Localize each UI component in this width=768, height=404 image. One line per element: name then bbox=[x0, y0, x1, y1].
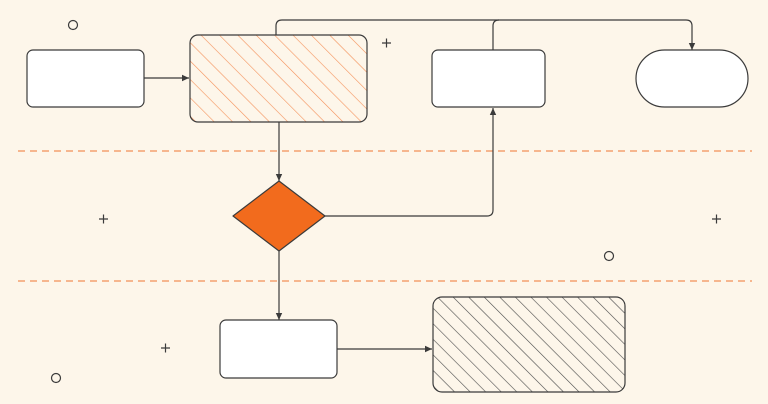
decor-circle-icon bbox=[603, 250, 615, 262]
terminal-pill bbox=[635, 49, 749, 108]
decor-circle-icon bbox=[67, 19, 79, 31]
hatched-process-box bbox=[189, 34, 368, 123]
decision-diamond bbox=[232, 180, 326, 252]
bottom-box bbox=[219, 319, 338, 379]
decor-plus-icon bbox=[382, 38, 391, 48]
decor-plus-icon bbox=[99, 214, 108, 224]
connector-process-to-terminal bbox=[275, 19, 696, 50]
upper-right-box bbox=[431, 49, 546, 108]
decor-plus-icon bbox=[712, 214, 721, 224]
decor-circle-icon bbox=[50, 372, 62, 384]
connector-upper-right-to-terminal bbox=[492, 19, 500, 50]
connector-decision-to-upper-right bbox=[325, 108, 497, 217]
bottom-hatched-box bbox=[432, 296, 626, 393]
decor-plus-icon bbox=[161, 343, 170, 353]
start-box bbox=[26, 49, 145, 108]
